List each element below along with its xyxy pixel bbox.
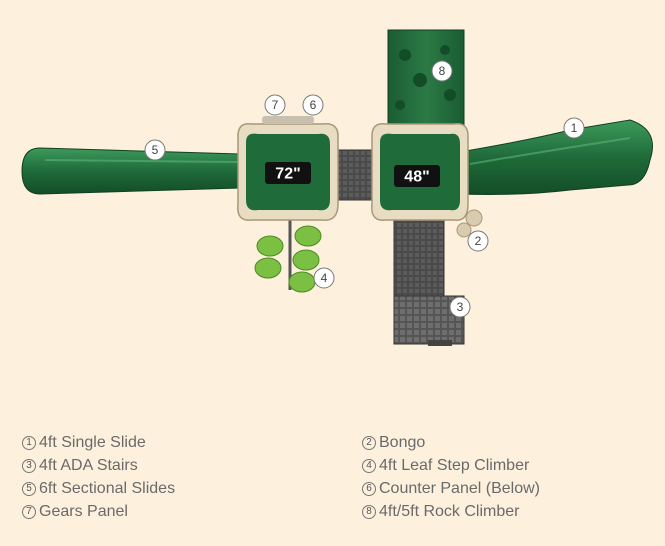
legend-label: 4ft/5ft Rock Climber: [379, 502, 520, 520]
leaf-step-climber: [254, 218, 322, 293]
callout-1: 1: [563, 117, 585, 139]
svg-text:6: 6: [310, 98, 317, 112]
callout-7: 7: [264, 94, 286, 116]
svg-text:4: 4: [321, 271, 328, 285]
deck-height-label-72: 72": [265, 162, 311, 184]
callout-5: 5: [144, 139, 166, 161]
svg-text:48": 48": [404, 169, 429, 186]
bongo: [456, 209, 483, 238]
legend-label: 4ft ADA Stairs: [39, 456, 138, 474]
svg-text:7: 7: [272, 98, 279, 112]
legend-number: 1: [22, 435, 36, 450]
svg-text:5: 5: [152, 143, 159, 157]
legend-label: 6ft Sectional Slides: [39, 479, 176, 497]
rock-climber: [387, 29, 465, 131]
callout-2: 2: [467, 230, 489, 252]
playground-plan: 72" 48" 1 2 3 4 5 6 7 8: [21, 29, 653, 346]
legend-number: 4: [362, 458, 376, 473]
legend-number: 6: [362, 481, 376, 496]
deck-height-label-48: 48": [394, 165, 440, 187]
legend-label: Bongo: [379, 433, 426, 451]
legend-number: 3: [22, 458, 36, 473]
bridge-deck: [335, 149, 377, 201]
legend-label: 4ft Single Slide: [39, 433, 146, 451]
legend-label: Gears Panel: [39, 502, 128, 520]
legend-number: 7: [22, 504, 36, 519]
sectional-slide: [21, 147, 241, 195]
legend-number: 5: [22, 481, 36, 496]
svg-text:2: 2: [475, 234, 482, 248]
callout-4: 4: [313, 267, 335, 289]
legend-number: 2: [362, 435, 376, 450]
svg-text:72": 72": [275, 166, 300, 183]
legend-label: 4ft Leaf Step Climber: [379, 456, 530, 474]
svg-text:3: 3: [457, 300, 464, 314]
svg-text:8: 8: [439, 64, 446, 78]
callout-8: 8: [431, 60, 453, 82]
callout-3: 3: [449, 296, 471, 318]
single-slide: [459, 119, 653, 195]
legend-number: 8: [362, 504, 376, 519]
callout-6: 6: [302, 94, 324, 116]
svg-text:1: 1: [571, 121, 578, 135]
ada-stairs: [393, 217, 465, 346]
legend-label: Counter Panel (Below): [379, 479, 540, 497]
